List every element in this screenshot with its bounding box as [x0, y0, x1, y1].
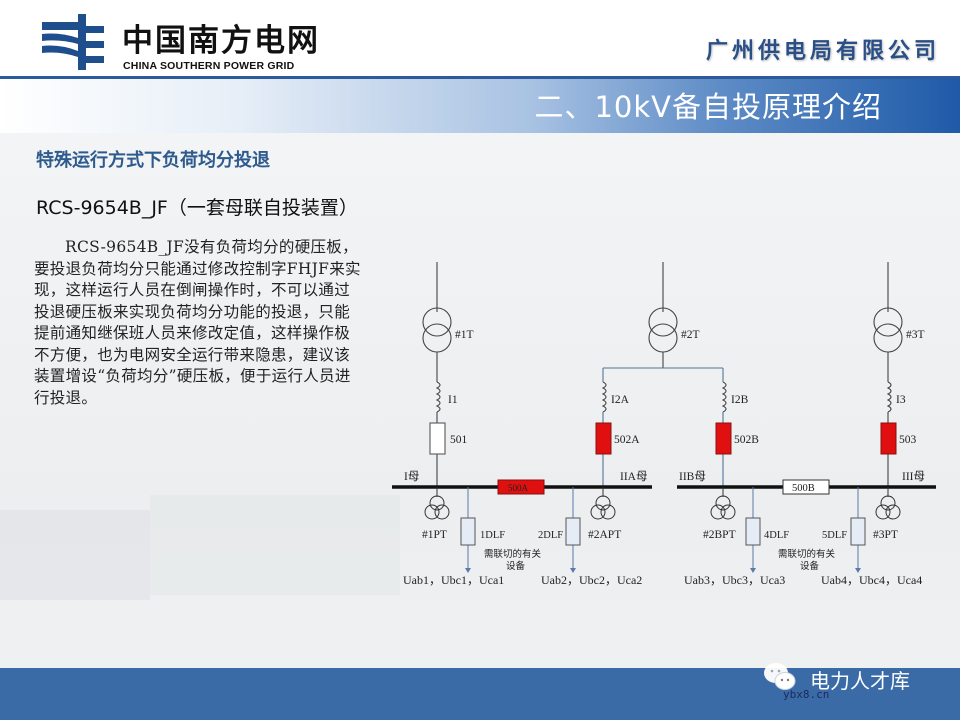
- feeder-5dlf-icon: [850, 517, 866, 546]
- background-building: [150, 495, 400, 595]
- label-500b: 500B: [792, 483, 815, 494]
- breaker-501-icon: [429, 422, 446, 455]
- footer-watermark: ybx8.cn: [783, 688, 830, 701]
- background-photo: [0, 133, 960, 668]
- csg-logo-icon: [42, 14, 104, 70]
- label-1dlf: 1DLF: [480, 530, 505, 541]
- reactor-icon: [721, 381, 727, 413]
- feeder-note-1b: 设备: [506, 560, 526, 572]
- label-bus-iii: III母: [902, 470, 925, 483]
- logo-chinese: 中国南方电网: [122, 23, 320, 59]
- label-5dlf: 5DLF: [822, 530, 847, 541]
- label-2apt: #2APT: [588, 529, 621, 541]
- header-divider: [0, 76, 960, 79]
- label-i1: I1: [448, 394, 458, 406]
- label-501: 501: [450, 434, 468, 446]
- breaker-502a-icon: [595, 422, 612, 455]
- label-2dlf: 2DLF: [538, 530, 563, 541]
- breaker-503-icon: [880, 422, 897, 455]
- reactor-icon: [435, 381, 441, 413]
- transformer-icon: [422, 307, 452, 337]
- label-voltage-2: Uab2，Ubc2，Uca2: [541, 573, 642, 587]
- background-building: [0, 510, 150, 600]
- logo-english: CHINA SOUTHERN POWER GRID: [123, 60, 295, 72]
- company-name: 广州供电局有限公司: [705, 39, 940, 64]
- label-500a: 500A: [508, 483, 529, 493]
- header: 中国南方电网 CHINA SOUTHERN POWER GRID 广州供电局有限…: [0, 0, 960, 76]
- section-title: 二、10kV备自投原理介绍: [534, 90, 882, 124]
- feeder-note-1: 需联切的有关: [484, 548, 542, 560]
- reactor-icon: [886, 381, 892, 413]
- label-4dlf: 4DLF: [764, 530, 789, 541]
- label-503: 503: [899, 434, 917, 446]
- label-i3: I3: [896, 394, 906, 406]
- transformer-icon: [648, 307, 678, 337]
- label-2bpt: #2BPT: [703, 529, 736, 541]
- transformer-icon: [873, 323, 903, 353]
- label-voltage-1: Uab1，Ubc1，Uca1: [403, 573, 504, 587]
- transformer-icon: [648, 323, 678, 353]
- label-1t: #1T: [455, 329, 474, 341]
- footer-brand: 电力人才库: [810, 669, 910, 693]
- label-3pt: #3PT: [873, 529, 898, 541]
- bus-tie-500a-icon: [497, 479, 545, 495]
- label-502a: 502A: [614, 434, 640, 446]
- label-i2b: I2B: [731, 394, 749, 406]
- label-bus-iib: IIB母: [679, 470, 706, 483]
- label-2t: #2T: [681, 329, 700, 341]
- wechat-icon: [764, 663, 796, 690]
- label-voltage-4: Uab4，Ubc4，Uca4: [821, 573, 922, 587]
- transformer-icon: [422, 323, 452, 353]
- bus-tie-500b-icon: [782, 479, 830, 495]
- transformer-icon: [873, 307, 903, 337]
- label-voltage-3: Uab3，Ubc3，Uca3: [684, 573, 785, 587]
- breaker-502b-icon: [715, 422, 732, 455]
- label-bus-iia: IIA母: [620, 470, 647, 483]
- label-502b: 502B: [734, 434, 759, 446]
- device-title: RCS-9654B_JF（一套母联自投装置）: [36, 197, 358, 219]
- body-paragraph: RCS-9654B_JF没有负荷均分的硬压板，要投退负荷均分只能通过修改控制字F…: [34, 238, 361, 407]
- label-3t: #3T: [906, 329, 925, 341]
- feeder-1dlf-icon: [460, 517, 476, 546]
- feeder-note-2b: 设备: [800, 560, 820, 572]
- subtitle: 特殊运行方式下负荷均分投退: [36, 150, 270, 171]
- reactor-icon: [601, 381, 607, 413]
- label-bus-i: I母: [404, 470, 419, 483]
- feeder-note-2: 需联切的有关: [778, 548, 836, 560]
- feeder-4dlf-icon: [745, 517, 761, 546]
- label-i2a: I2A: [611, 394, 630, 406]
- feeder-2dlf-icon: [565, 517, 581, 546]
- title-band: [0, 79, 960, 133]
- label-1pt: #1PT: [422, 529, 447, 541]
- single-line-diagram: #1T #2T #3T I1 I2A I2B I3 501 502A 502B …: [392, 262, 936, 587]
- footer-bar: [0, 668, 960, 720]
